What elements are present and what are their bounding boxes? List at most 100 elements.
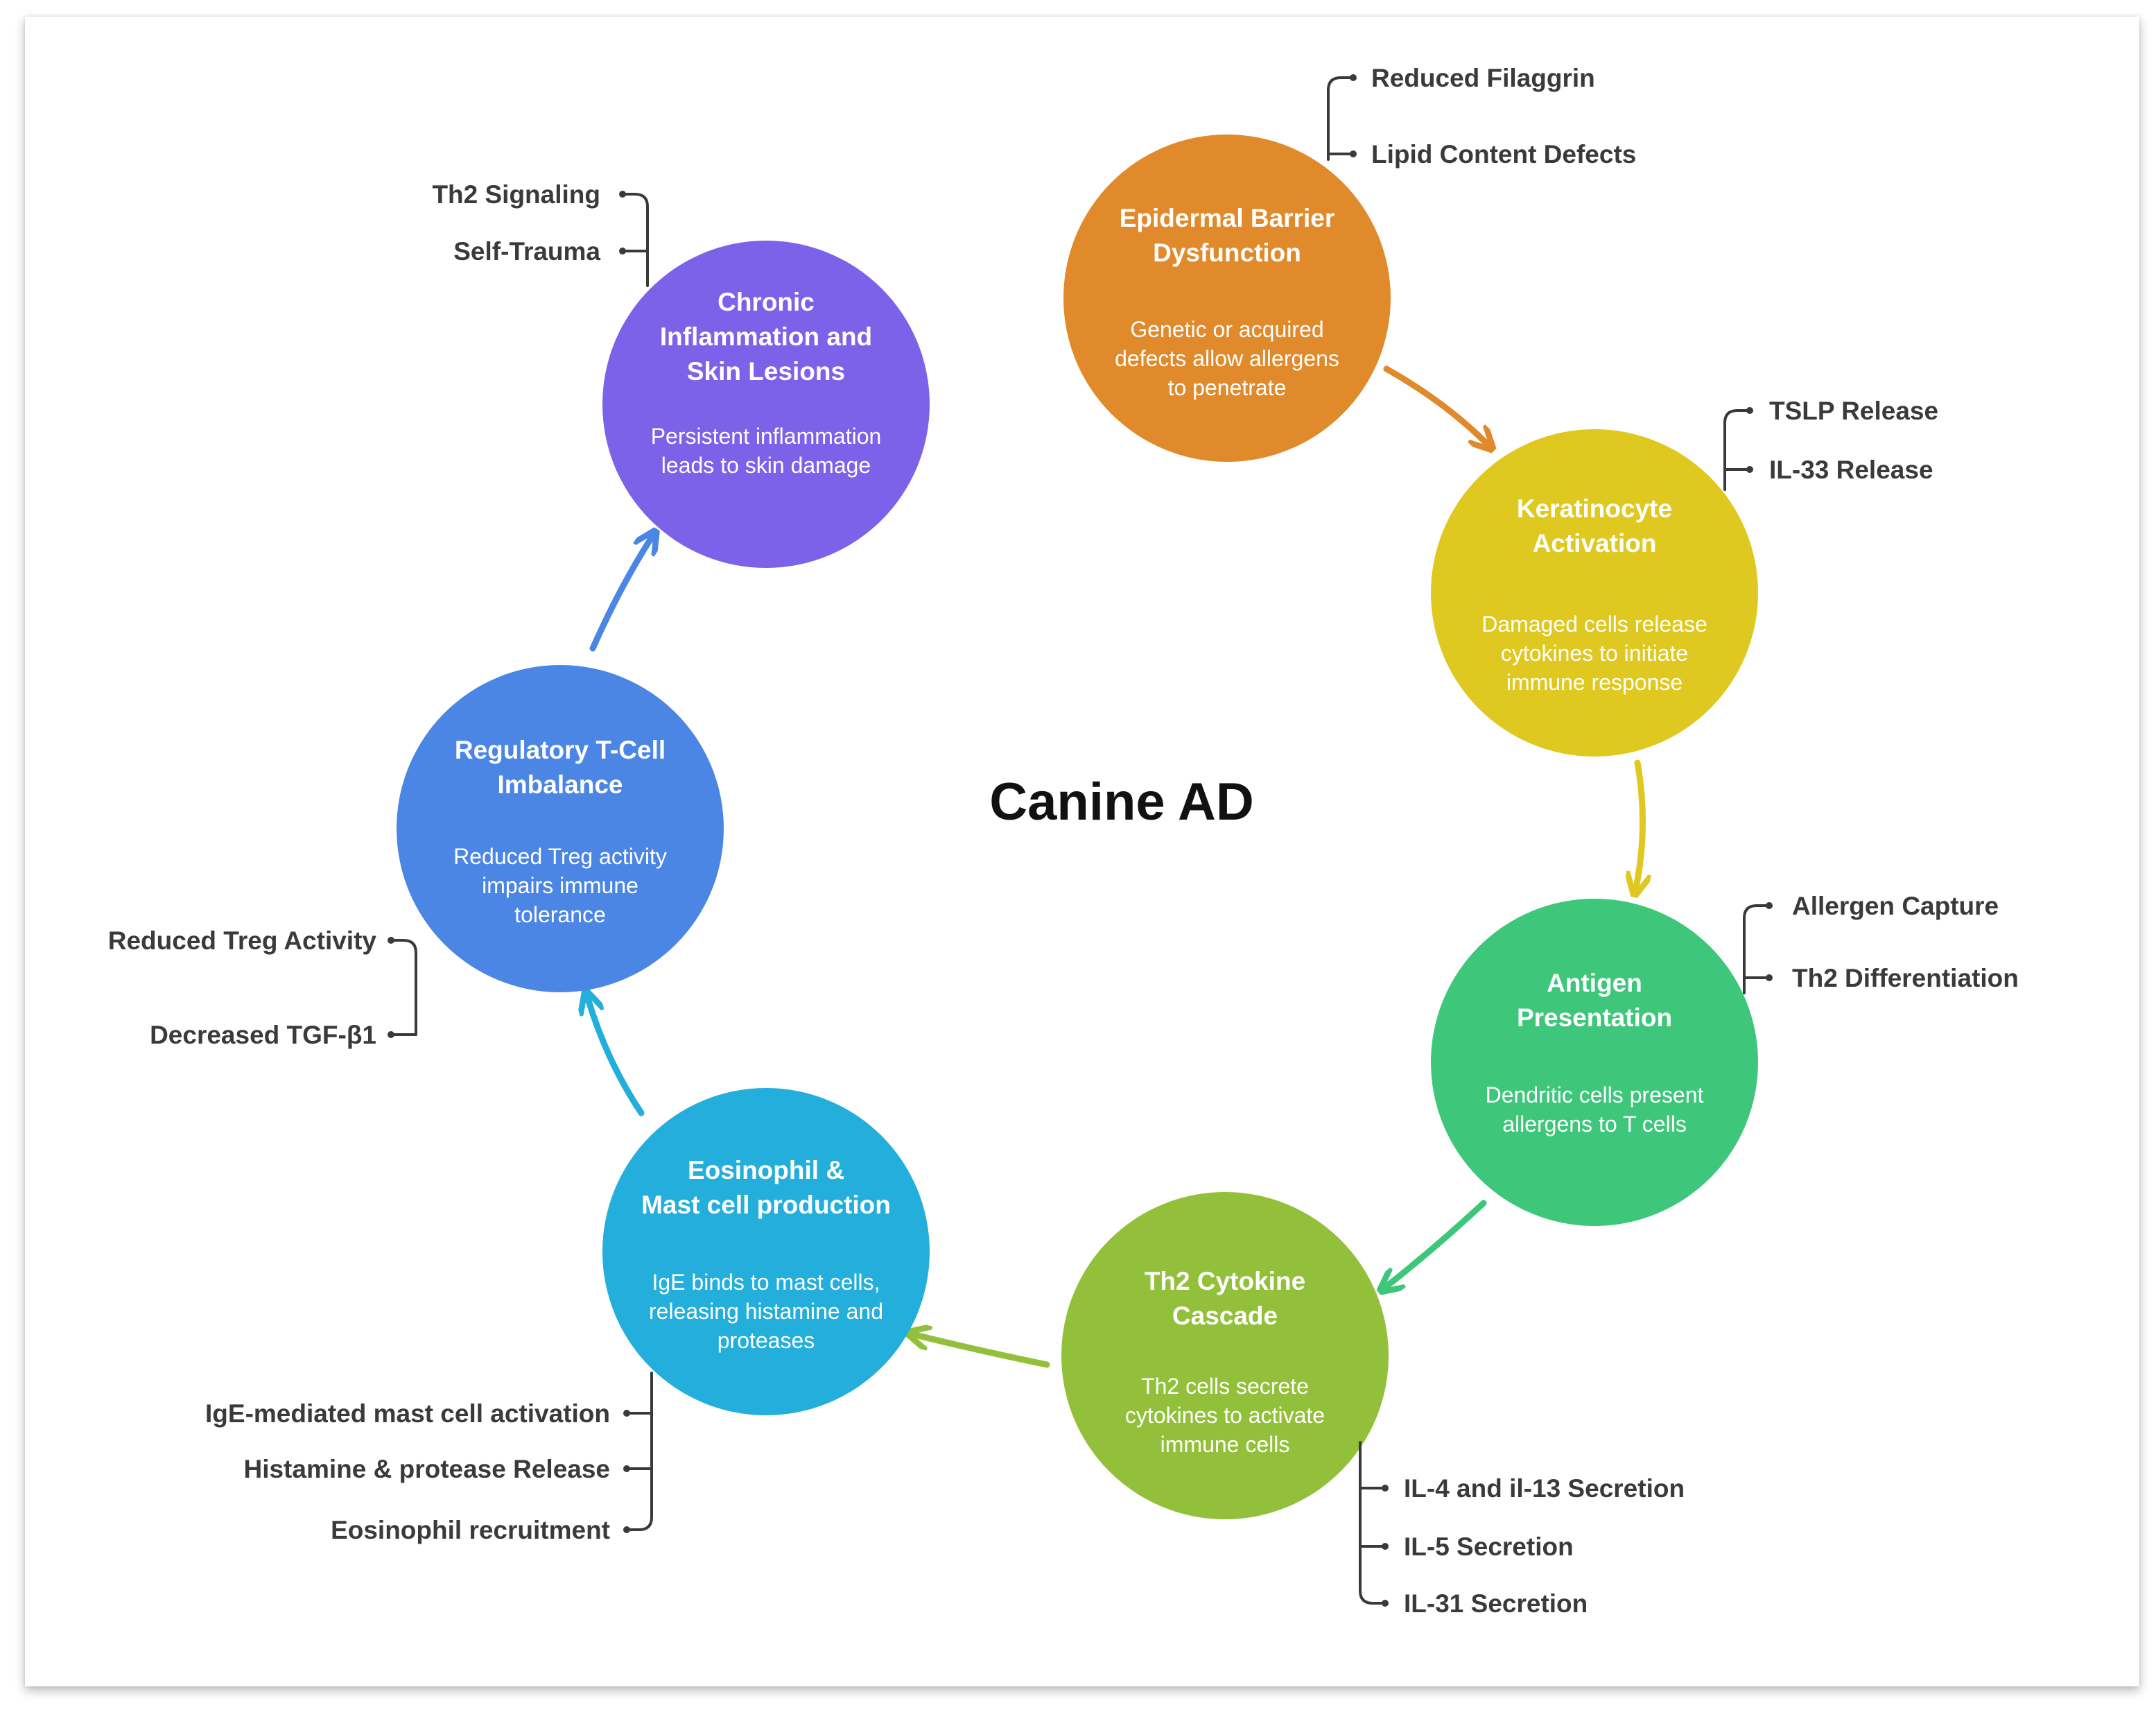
stage-title: Inflammation and <box>660 322 872 351</box>
branch-connector <box>627 1372 653 1531</box>
branch-dot <box>1746 407 1753 414</box>
cycle-arrow <box>1636 759 1643 888</box>
branch-dot <box>388 1031 394 1038</box>
branch-label: IL-5 Secretion <box>1404 1532 1574 1561</box>
branch-dot <box>1350 74 1357 81</box>
stage-circle <box>397 665 724 992</box>
branch-label: IgE-mediated mast cell activation <box>205 1399 610 1428</box>
stage-description: cytokines to initiate <box>1501 641 1688 666</box>
stage-title: Imbalance <box>498 770 623 799</box>
stage-circle <box>1063 135 1391 462</box>
stage-description: leads to skin damage <box>661 453 871 478</box>
branch-dot <box>623 1410 630 1417</box>
branch-dot <box>388 937 394 944</box>
stage-title: Skin Lesions <box>687 357 845 386</box>
branch-dot <box>1382 1600 1389 1607</box>
branch-label: Decreased TGF-β1 <box>150 1021 376 1049</box>
stage-circle <box>1061 1192 1389 1519</box>
stage-title: Th2 Cytokine <box>1145 1267 1305 1295</box>
branch-label: Self-Trauma <box>453 237 600 266</box>
stage-description: Dendritic cells present <box>1486 1082 1704 1107</box>
stage-description: Persistent inflammation <box>651 424 882 449</box>
stage-description: tolerance <box>514 902 606 927</box>
stage-description: immune cells <box>1160 1432 1290 1457</box>
stage-description: immune response <box>1506 670 1683 695</box>
stage-title: Keratinocyte <box>1517 494 1672 523</box>
branch-dot <box>623 1526 630 1533</box>
branch-dot <box>1382 1543 1389 1550</box>
stage-title: Chronic <box>718 288 815 316</box>
stage-description: releasing histamine and <box>649 1299 883 1324</box>
branch-dot <box>1350 150 1357 157</box>
stage-title: Cascade <box>1172 1302 1278 1330</box>
branch-label: Reduced Filaggrin <box>1371 64 1595 92</box>
stage-title: Eosinophil & <box>688 1156 844 1184</box>
stage-description: to penetrate <box>1168 375 1287 400</box>
branch-dot <box>623 1465 630 1472</box>
stage-circle <box>1431 429 1758 757</box>
center-title: Canine AD <box>989 772 1253 831</box>
branch-dot <box>1766 902 1773 909</box>
branch-label: Allergen Capture <box>1792 892 1999 920</box>
branch-label: Th2 Differentiation <box>1792 964 2019 992</box>
stage-description: Th2 cells secrete <box>1141 1374 1309 1399</box>
stage-description: cytokines to activate <box>1125 1403 1325 1428</box>
branch-label: TSLP Release <box>1769 397 1938 425</box>
stage-title: Presentation <box>1517 1003 1672 1032</box>
stage-circle <box>602 1088 930 1415</box>
branch-connector <box>1327 76 1353 161</box>
branch-connector <box>1743 904 1769 994</box>
branch-dot <box>1382 1485 1389 1492</box>
branch-label: Histamine & protease Release <box>243 1455 610 1483</box>
branch-label: Eosinophil recruitment <box>331 1516 610 1544</box>
cycle-arrow <box>1383 365 1487 444</box>
stage-title: Epidermal Barrier <box>1120 204 1335 232</box>
branch-connector <box>1359 1441 1385 1605</box>
stage-description: IgE binds to mast cells, <box>652 1270 880 1295</box>
branch-dot <box>1766 974 1773 981</box>
stage-description: allergens to T cells <box>1502 1112 1687 1137</box>
cycle-arrow <box>1386 1200 1487 1286</box>
stage-title: Dysfunction <box>1153 239 1301 267</box>
stage-description: defects allow allergens <box>1115 346 1339 371</box>
cycle-arrow <box>589 537 652 652</box>
stage-title: Activation <box>1533 529 1657 558</box>
stage-description: Reduced Treg activity <box>453 844 667 869</box>
branch-connector <box>623 193 649 287</box>
branch-connector <box>391 939 417 1036</box>
stage-title: Regulatory T-Cell <box>455 736 666 764</box>
branch-dot <box>619 248 626 254</box>
stage-description: proteases <box>718 1328 815 1353</box>
branch-label: Reduced Treg Activity <box>108 926 377 955</box>
branch-label: Lipid Content Defects <box>1371 140 1636 169</box>
stage-description: Damaged cells release <box>1481 612 1707 637</box>
branch-label: Th2 Signaling <box>432 180 600 209</box>
branch-label: IL-33 Release <box>1769 456 1933 484</box>
stage-description: impairs immune <box>482 873 638 898</box>
stage-title: Mast cell production <box>641 1191 891 1219</box>
stage-title: Antigen <box>1547 969 1642 997</box>
cycle-arrow <box>915 1335 1050 1368</box>
stage-circle <box>1431 899 1758 1226</box>
branches-eosinophil: IgE-mediated mast cell activationHistami… <box>205 1372 653 1544</box>
cycle-arrow <box>588 999 645 1116</box>
branch-dot <box>1746 466 1753 473</box>
branch-dot <box>619 191 626 198</box>
cycle-arrows <box>588 365 1643 1368</box>
